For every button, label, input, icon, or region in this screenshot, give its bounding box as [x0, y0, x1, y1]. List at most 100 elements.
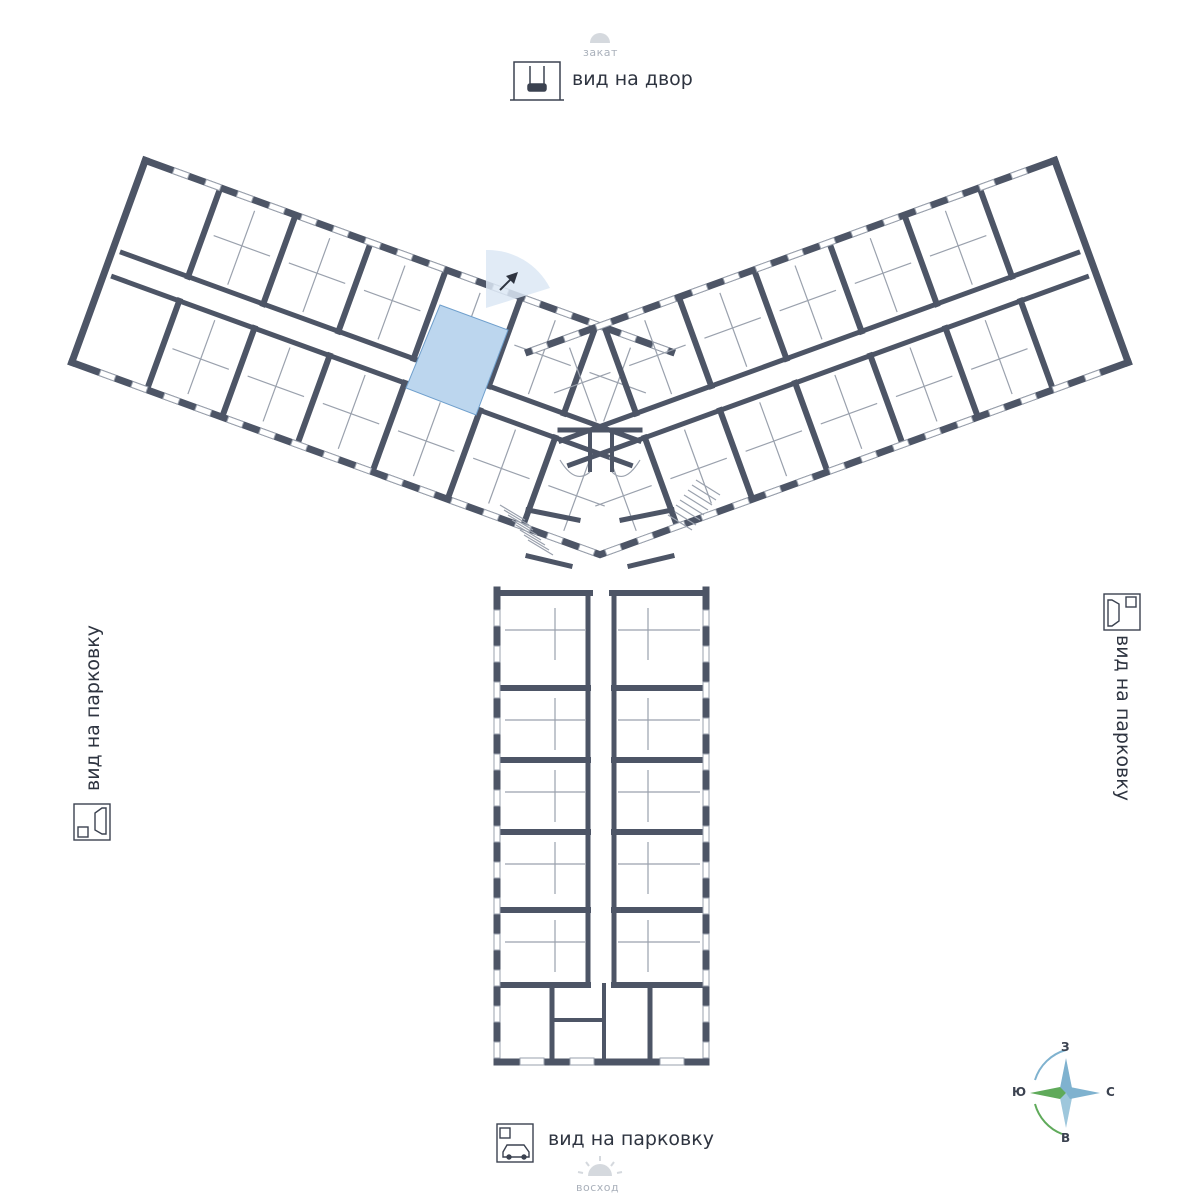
wall-segment	[941, 324, 982, 421]
partition-line	[503, 509, 530, 526]
window	[955, 415, 974, 429]
partition-line	[794, 265, 823, 340]
window	[427, 260, 446, 273]
window	[594, 318, 613, 331]
partition-line	[670, 457, 728, 480]
partition-line	[675, 504, 701, 521]
wall-segment	[825, 238, 866, 336]
compass-south-label: В	[1061, 1131, 1071, 1145]
partition-line	[944, 210, 973, 285]
partition-line	[527, 320, 556, 395]
partition-line	[288, 262, 346, 285]
partition-line	[695, 479, 721, 496]
partition-line	[683, 429, 712, 504]
window	[699, 508, 719, 522]
door-swing	[611, 459, 641, 478]
window	[1009, 167, 1029, 180]
window	[417, 485, 437, 498]
selected-apartment[interactable]	[405, 304, 509, 416]
window	[493, 1005, 501, 1023]
window	[299, 213, 318, 227]
playground-swing-icon	[510, 61, 564, 101]
wall-segment	[368, 379, 409, 476]
window	[562, 329, 581, 343]
window	[321, 450, 341, 463]
window	[194, 404, 213, 417]
window	[171, 167, 191, 180]
wall-segment	[900, 211, 941, 308]
left-view-label: вид на парковку	[82, 625, 104, 791]
window	[702, 861, 710, 879]
sunrise-label: восход	[576, 1181, 620, 1194]
compass-rose	[1030, 1049, 1100, 1135]
wall-segment	[409, 265, 450, 363]
window	[493, 969, 501, 987]
window	[493, 897, 501, 915]
window	[702, 825, 710, 843]
window	[493, 609, 501, 627]
window	[162, 392, 181, 405]
window	[130, 380, 149, 394]
wall-segment	[524, 552, 574, 570]
window	[555, 306, 574, 320]
window	[914, 202, 933, 215]
parking-icon-right	[1103, 593, 1141, 631]
wall-segment	[975, 183, 1016, 281]
window	[626, 306, 645, 320]
window	[731, 497, 751, 510]
wall-segment	[791, 379, 832, 476]
window	[604, 543, 623, 557]
wall-segment	[184, 183, 225, 281]
partition-line	[869, 237, 898, 313]
window	[702, 609, 710, 627]
view-direction-indicator	[486, 249, 550, 308]
top-view-label: вид на двор	[572, 68, 693, 90]
parking-icon	[496, 1123, 534, 1163]
partition-line	[834, 374, 863, 449]
window	[795, 473, 815, 487]
wall-segment	[626, 552, 676, 570]
building-wing-northwest	[67, 155, 676, 559]
window	[363, 236, 382, 250]
partition-line	[704, 317, 762, 339]
window	[702, 969, 710, 987]
partition-line	[671, 509, 697, 526]
window	[702, 789, 710, 807]
partition-line	[322, 402, 380, 425]
partition-line	[779, 289, 837, 312]
window	[235, 190, 255, 203]
window	[786, 248, 805, 261]
partition-line	[363, 289, 421, 312]
window	[923, 427, 943, 440]
wall-segment	[259, 211, 300, 308]
window	[702, 681, 710, 699]
window	[449, 497, 469, 510]
sunset-label: закат	[583, 46, 618, 59]
window	[523, 295, 542, 308]
wall-segment	[1050, 155, 1133, 367]
partition-line	[589, 371, 647, 394]
partition-line	[527, 539, 554, 556]
partition-line	[745, 430, 803, 452]
window	[659, 1057, 685, 1066]
partition-line	[683, 494, 709, 511]
window	[226, 415, 245, 429]
window	[987, 404, 1006, 417]
partition-line	[553, 371, 611, 394]
partition-line	[227, 210, 256, 285]
partition-line	[548, 484, 605, 507]
window	[702, 645, 710, 663]
window	[569, 1057, 595, 1066]
window	[702, 1041, 710, 1059]
partition-line	[337, 374, 366, 449]
window	[519, 1057, 545, 1066]
partition-line	[854, 262, 912, 285]
partition-line	[377, 265, 406, 340]
wall-segment	[110, 273, 634, 469]
window	[1019, 392, 1038, 405]
partition-line	[719, 292, 748, 367]
window	[658, 295, 677, 308]
partition-line	[519, 529, 546, 546]
